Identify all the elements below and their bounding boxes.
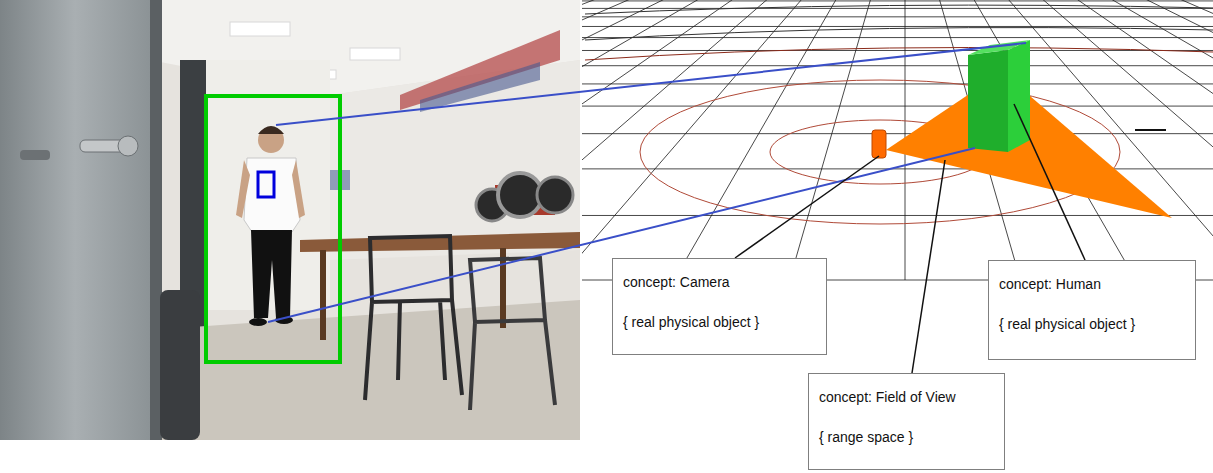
photo-door [0, 0, 150, 440]
leader-line [1014, 104, 1085, 260]
floor-grid-line [582, 215, 1213, 216]
tracking-box [258, 172, 274, 197]
range-arc [585, 28, 1213, 40]
photo-wall [0, 0, 580, 440]
robot-wheel [537, 177, 573, 213]
human-model [968, 50, 1008, 152]
floor-grid-line [1189, 0, 1213, 280]
floor-grid-line [790, 0, 880, 280]
floor-grid-line [1060, 0, 1213, 280]
concept-type: { range space } [819, 428, 994, 446]
floor-grid-line [1086, 0, 1213, 280]
floor-grid-line [582, 0, 595, 280]
floor-grid-line [582, 50, 1213, 51]
leader-line [735, 156, 879, 258]
floor-grid-line [582, 0, 698, 280]
floor-grid-line [582, 26, 1213, 27]
person-shoe [249, 318, 267, 326]
poster [420, 62, 540, 112]
floor-grid-line [582, 83, 1213, 84]
floor-grid-line [1112, 0, 1213, 280]
concept-name: concept: Camera [623, 273, 816, 291]
concept-name: concept: Field of View [819, 388, 994, 406]
range-arc [585, 5, 1213, 14]
photo-chair [365, 236, 462, 400]
concept-box: concept: Camera { real physical object } [612, 258, 827, 355]
photo-bag [160, 290, 200, 440]
floor-grid-line [582, 106, 1213, 107]
floor-grid-line [582, 16, 1213, 17]
person-shirt [244, 158, 300, 232]
concept-type: { real physical object } [623, 313, 816, 331]
floor-grid-line [582, 168, 1213, 169]
camera-model [872, 130, 886, 158]
floor-grid-line [582, 0, 1213, 1]
floor-grid-line [1138, 0, 1213, 280]
photo-right-wall [330, 60, 580, 260]
floor-grid-line [582, 0, 724, 280]
human-model [1008, 40, 1030, 152]
floor-grid-line [582, 133, 1213, 134]
door-hinge [20, 150, 50, 160]
detection-box [206, 96, 340, 362]
ceiling-light [230, 22, 290, 36]
ceiling-light [350, 48, 400, 60]
floor-grid-line [582, 0, 827, 280]
door-lock [118, 136, 138, 156]
concept-type: { real physical object } [999, 315, 1185, 333]
floor-grid-line [1164, 0, 1213, 280]
person-hair [258, 126, 284, 134]
photo-chair [470, 258, 555, 410]
floor-grid-line [582, 0, 621, 280]
table-leg [320, 250, 326, 340]
leader-line [912, 160, 945, 373]
person-arm [292, 160, 305, 218]
concept-box: concept: Field of View { range space } [808, 373, 1005, 470]
range-arc [585, 48, 1213, 61]
floor-grid-line [582, 0, 646, 280]
projection-line [276, 43, 1026, 125]
robot-wheel [498, 173, 542, 217]
person-arm [236, 160, 250, 218]
scale-mark [1135, 129, 1166, 131]
floor-grid-line [582, 0, 802, 280]
person-trousers [251, 230, 292, 318]
person-head [258, 127, 284, 153]
floor-grid-line [582, 8, 1213, 9]
concept-box: concept: Human { real physical object } [988, 260, 1196, 360]
concept-name: concept: Human [999, 275, 1185, 293]
